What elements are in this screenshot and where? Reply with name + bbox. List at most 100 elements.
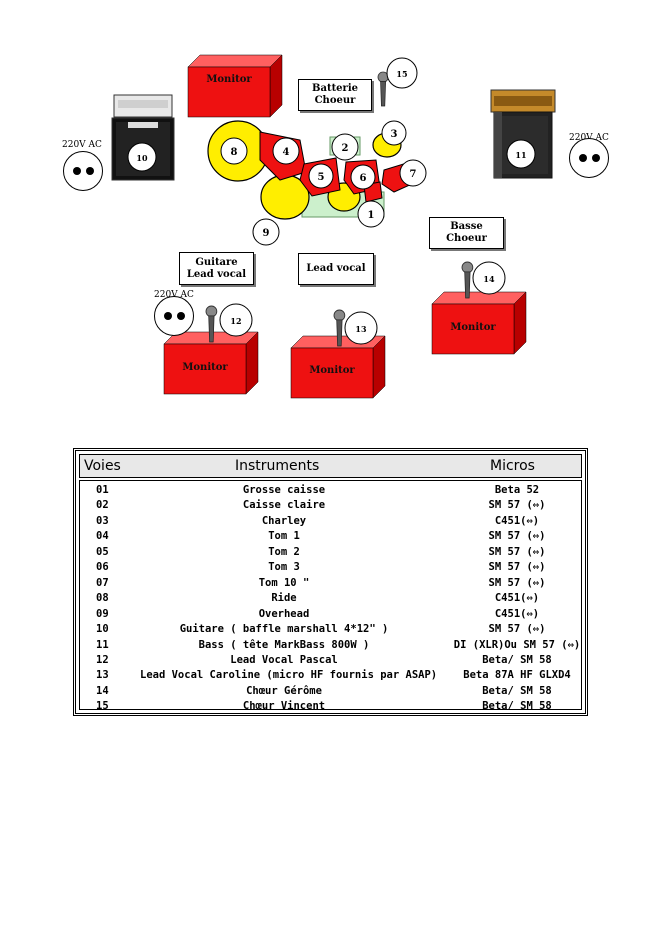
mic-15 <box>377 71 389 107</box>
monitor-label-right: Monitor <box>450 322 496 333</box>
table-row: 14 Chœur Gérôme Beta/ SM 58 <box>80 685 581 700</box>
patch-list-table: Voies Instruments Micros 01 Grosse caisse… <box>73 448 588 716</box>
row-instrument: Grosse caisse <box>242 484 326 496</box>
circle-12: 12 <box>230 316 241 326</box>
label-basse-line1: Basse <box>450 221 483 232</box>
row-voie: 15 <box>96 700 109 713</box>
outlet-left <box>63 151 103 191</box>
circle-15: 15 <box>396 69 407 79</box>
table-row: 13 Lead Vocal Caroline (micro HF fournis … <box>80 669 581 684</box>
circle-14: 14 <box>483 274 495 284</box>
label-guitare-line2: Lead vocal <box>186 268 247 280</box>
label-lead-line1: Lead vocal <box>306 263 366 274</box>
row-voie: 09 <box>96 607 109 620</box>
row-micro: Beta/ SM 58 <box>482 684 552 697</box>
monitor-label-bottom-center: Monitor <box>309 365 355 376</box>
outlet-right <box>569 138 609 178</box>
header-instruments: Instruments <box>235 458 320 474</box>
table-row: 09 Overhead C451(⇔) <box>80 608 581 623</box>
row-voie: 05 <box>96 545 109 558</box>
row-instrument: Tom 1 <box>268 530 300 543</box>
row-instrument: Ride <box>271 592 297 605</box>
row-micro: C451(⇔) <box>494 514 540 527</box>
row-voie: 01 <box>96 484 109 496</box>
row-voie: 12 <box>96 653 109 666</box>
table-row: 10 Guitare ( baffle marshall 4*12" ) SM 57… <box>80 623 581 638</box>
table-row: 02 Caisse claire SM 57 (⇔) <box>80 499 581 514</box>
row-micro: Beta/ SM 58 <box>482 653 552 666</box>
row-voie: 10 <box>96 623 109 636</box>
label-lead-vocal: Lead vocal <box>298 253 374 285</box>
table-row: 04 Tom 1 SM 57 (⇔) <box>80 530 581 545</box>
row-voie: 08 <box>96 592 109 605</box>
circle-6: 6 <box>360 173 367 184</box>
circle-9: 9 <box>263 228 270 239</box>
row-voie: 14 <box>96 684 109 697</box>
row-instrument: Guitare ( baffle marshall 4*12" ) <box>179 623 389 636</box>
row-micro: C451(⇔) <box>494 607 540 620</box>
circle-5: 5 <box>318 172 325 183</box>
row-micro: Beta 52 <box>494 484 540 496</box>
row-voie: 02 <box>96 499 109 512</box>
circle-3: 3 <box>391 129 398 140</box>
table-header: Voies Instruments Micros <box>79 454 582 478</box>
monitor-label-top: Monitor <box>206 74 252 85</box>
row-micro: SM 57 (⇔) <box>488 530 546 543</box>
row-voie: 03 <box>96 514 109 527</box>
row-instrument: Chœur Gérôme <box>246 684 322 697</box>
table-row: 06 Tom 3 SM 57 (⇔) <box>80 561 581 576</box>
row-micro: DI (XLR)Ou SM 57 (⇔) <box>453 638 581 651</box>
row-instrument: Charley <box>261 514 307 527</box>
ac-label-left: 220V AC <box>62 140 102 150</box>
row-micro: SM 57 (⇔) <box>488 623 546 636</box>
row-micro: SM 57 (⇔) <box>488 576 546 589</box>
circle-7: 7 <box>410 169 417 180</box>
table-row: 05 Tom 2 SM 57 (⇔) <box>80 546 581 561</box>
ac-label-bottom-left: 220V AC <box>154 290 194 300</box>
circle-4: 4 <box>283 147 290 158</box>
row-micro: Beta/ SM 58 <box>482 700 552 713</box>
row-micro: SM 57 (⇔) <box>488 499 546 512</box>
row-voie: 13 <box>96 669 109 682</box>
row-instrument: Lead Vocal Caroline (micro HF fournis pa… <box>140 669 438 682</box>
row-voie: 11 <box>96 638 109 651</box>
header-voies: Voies <box>84 458 121 474</box>
row-instrument: Caisse claire <box>242 499 326 512</box>
monitor-label-bottom-left: Monitor <box>182 362 228 373</box>
circle-8: 8 <box>231 147 238 158</box>
header-micros: Micros <box>490 458 535 474</box>
label-guitare-lead: Guitare Lead vocal <box>179 252 254 285</box>
row-instrument: Tom 10 " <box>258 576 310 589</box>
table-row: 11 Bass ( tête MarkBass 800W ) DI (XLR)Ou … <box>80 639 581 654</box>
row-instrument: Bass ( tête MarkBass 800W ) <box>198 638 370 651</box>
circle-13: 13 <box>355 324 367 334</box>
label-basse-choeur: Basse Choeur <box>429 217 504 249</box>
row-micro: SM 57 (⇔) <box>488 561 546 574</box>
row-instrument: Overhead <box>258 607 310 620</box>
table-row: 12 Lead Vocal Pascal Beta/ SM 58 <box>80 654 581 669</box>
row-instrument: Lead Vocal Pascal <box>230 653 338 666</box>
row-voie: 04 <box>96 530 109 543</box>
row-instrument: Chœur Vincent <box>242 700 326 713</box>
table-row: 01 Grosse caisse Beta 52 <box>80 484 581 499</box>
row-voie: 06 <box>96 561 109 574</box>
row-instrument: Tom 2 <box>268 545 300 558</box>
table-row: 03 Charley C451(⇔) <box>80 515 581 530</box>
row-micro: SM 57 (⇔) <box>488 545 546 558</box>
row-micro: Beta 87A HF GLXD4 <box>463 669 571 682</box>
monitor-top <box>187 54 283 118</box>
row-instrument: Tom 3 <box>268 561 300 574</box>
outlet-bottom-left <box>154 296 194 336</box>
table-row: 08 Ride C451(⇔) <box>80 592 581 607</box>
label-guitare-line1: Guitare <box>195 256 238 268</box>
circle-10: 10 <box>136 153 148 163</box>
circle-2: 2 <box>342 143 349 154</box>
row-voie: 07 <box>96 576 109 589</box>
table-body: 01 Grosse caisse Beta 52 02 Caisse claire SM … <box>79 480 582 713</box>
row-micro: C451(⇔) <box>494 592 540 605</box>
label-batterie-line2: Choeur <box>314 95 356 106</box>
label-batterie-choeur: Batterie Choeur <box>298 79 372 111</box>
circle-1: 1 <box>368 210 375 221</box>
label-batterie-line1: Batterie <box>312 83 358 94</box>
stage-plot: 15 3 2 8 4 5 6 7 1 9 10 11 12 1 <box>0 0 662 420</box>
